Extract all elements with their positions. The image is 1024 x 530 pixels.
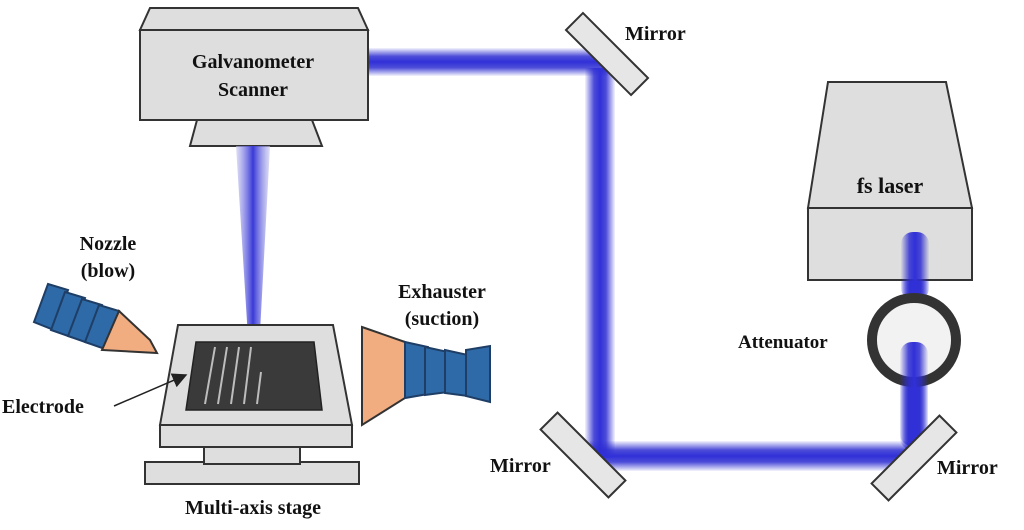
electrode-scribe-1 xyxy=(204,346,216,405)
stage-platform xyxy=(159,424,353,448)
exhauster-cone xyxy=(361,325,406,427)
nozzle-label-line1: Nozzle xyxy=(80,233,137,255)
electrode-scribe-2 xyxy=(217,346,228,405)
galvo-label-line2: Scanner xyxy=(218,79,288,101)
electrode-scribe-5 xyxy=(256,371,262,405)
galvo-lens-mount xyxy=(188,119,324,147)
attenuator-label: Attenuator xyxy=(738,332,828,353)
fs-laser-label: fs laser xyxy=(857,173,924,198)
mirror-top-label: Mirror xyxy=(625,23,686,45)
nozzle-label-line2: (blow) xyxy=(81,260,135,282)
beam-galvo-to-mirror xyxy=(368,48,608,76)
attenuator xyxy=(867,293,961,446)
fs-laser-body xyxy=(807,207,973,281)
mirror-bottom-right xyxy=(870,414,958,502)
mirror-top xyxy=(564,11,650,97)
stage-column xyxy=(203,445,301,465)
stage-label: Multi-axis stage xyxy=(185,497,321,519)
mirror-top-plate xyxy=(564,11,650,97)
exhauster-label-line2: (suction) xyxy=(405,308,479,330)
stage-foot xyxy=(144,461,360,485)
galvo-label-line1: Galvanometer xyxy=(192,51,314,73)
mirror-bottom-left-plate xyxy=(539,411,627,499)
exhauster-label-line1: Exhauster xyxy=(398,281,486,303)
galvo-body xyxy=(139,29,369,121)
mirror-bottom-left-label: Mirror xyxy=(490,455,551,477)
fs-laser: fs laser xyxy=(806,81,974,281)
multi-axis-stage xyxy=(144,324,360,485)
electrode-scribe-4 xyxy=(243,346,252,405)
beam-laser-exit xyxy=(901,232,929,300)
mirror-bottom-left xyxy=(539,411,627,499)
electrode-arrow xyxy=(113,373,188,407)
galvanometer-scanner: Galvanometer Scanner xyxy=(138,7,370,147)
electrode-label: Electrode xyxy=(2,396,84,418)
mirror-bottom-right-plate xyxy=(870,414,958,502)
nozzle xyxy=(32,282,159,355)
exhauster-segment-4 xyxy=(465,344,491,404)
beam-bottom-horizontal xyxy=(590,441,910,471)
exhauster-segment-3 xyxy=(444,348,469,398)
nozzle-tip xyxy=(100,309,159,355)
beam-through-attenuator xyxy=(900,342,928,446)
exhauster xyxy=(361,325,491,427)
galvo-top-cap xyxy=(138,7,370,31)
beam-mirror-down xyxy=(585,68,615,458)
mirror-bottom-right-label: Mirror xyxy=(937,457,998,479)
focused-beam-cone xyxy=(236,146,270,370)
electrode-scribe-3 xyxy=(230,346,240,405)
